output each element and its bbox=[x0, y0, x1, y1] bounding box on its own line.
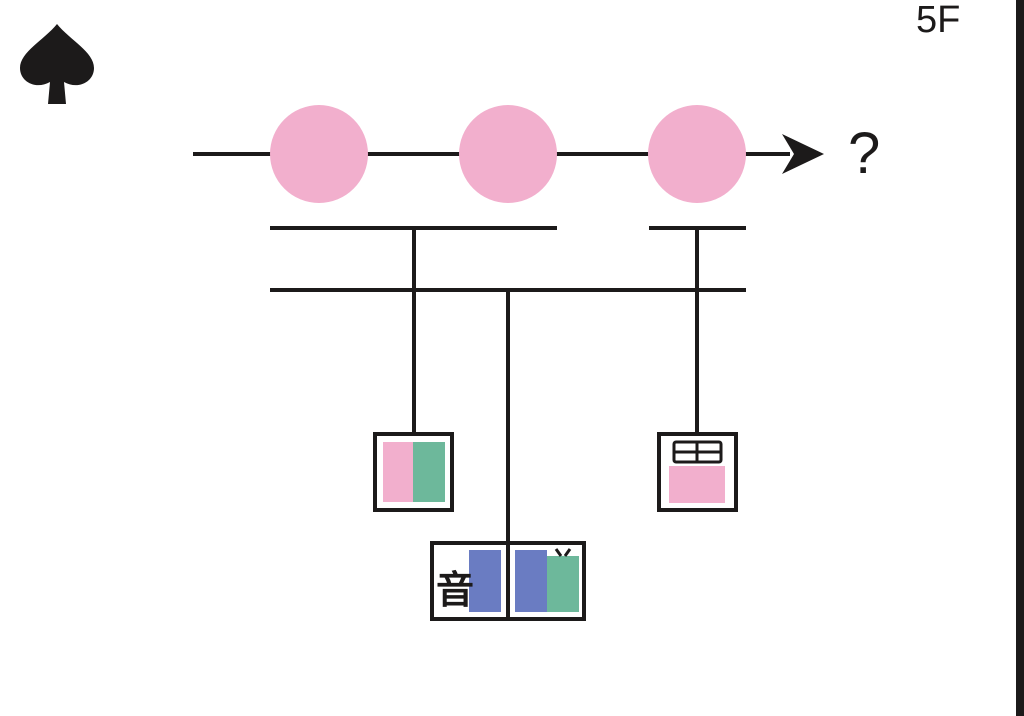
arrow-head-icon bbox=[782, 134, 824, 174]
sequence-node-1 bbox=[270, 105, 368, 203]
spade-icon bbox=[20, 24, 94, 104]
sequence-node-2 bbox=[459, 105, 557, 203]
sequence-question: ? bbox=[848, 121, 881, 186]
sound-char: 音 bbox=[436, 568, 474, 612]
drawer-card-icon bbox=[657, 432, 738, 512]
floor-label: 5F bbox=[916, 0, 961, 41]
right-edge-border bbox=[1016, 0, 1024, 716]
sequence-node-3 bbox=[648, 105, 746, 203]
color-card-icon bbox=[373, 432, 454, 512]
sound-tv-card-icon: 音 bbox=[430, 541, 586, 621]
